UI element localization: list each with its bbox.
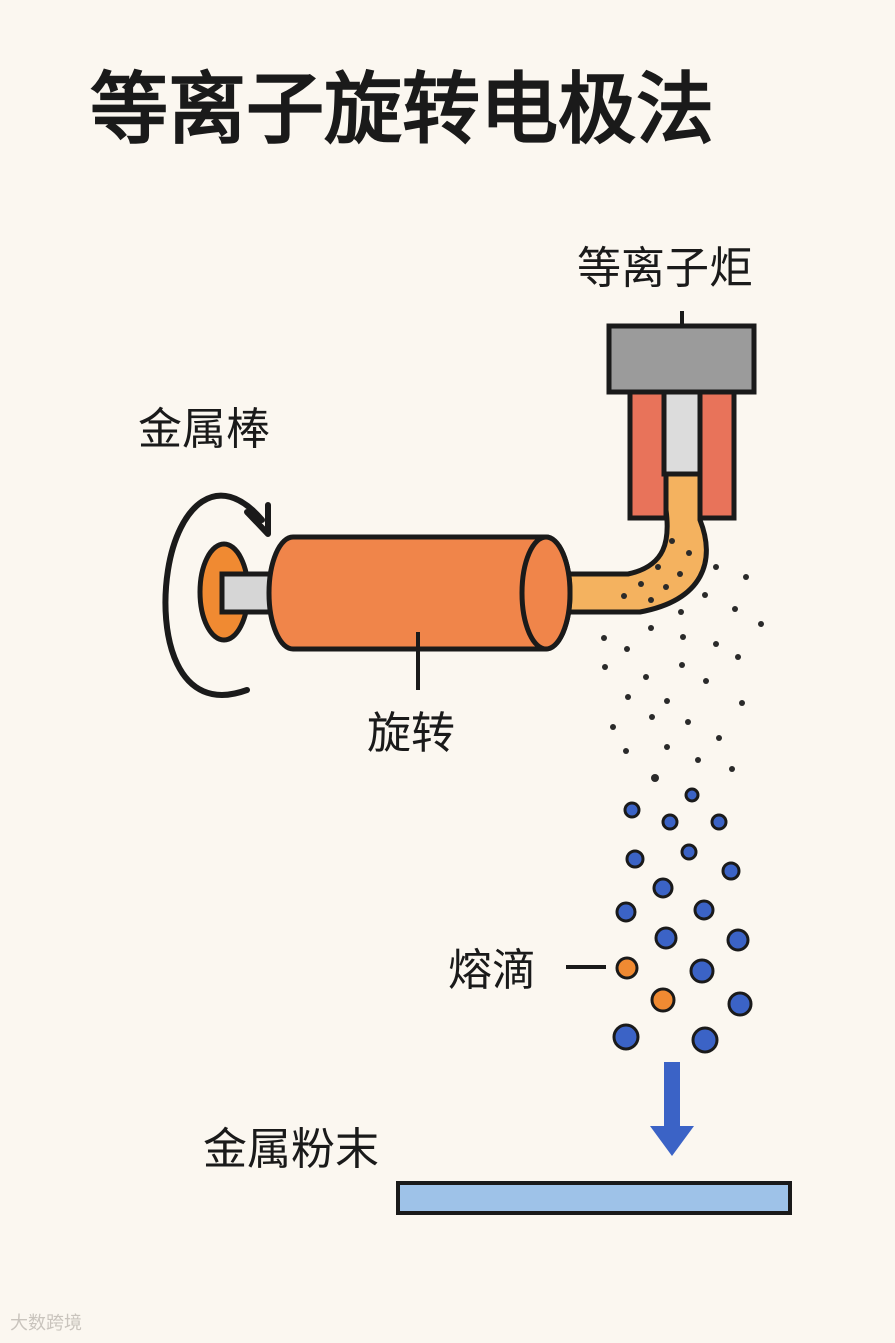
droplet	[612, 1023, 640, 1051]
powder-collector-plate	[396, 1181, 792, 1215]
droplet-highlighted	[615, 956, 639, 980]
droplet	[721, 861, 741, 881]
droplet	[689, 958, 715, 984]
rotation-label: 旋转	[367, 708, 455, 759]
down-arrow-icon	[650, 1062, 694, 1156]
metal-rod-assembly	[197, 534, 573, 652]
droplet	[615, 901, 637, 923]
droplet	[652, 877, 674, 899]
torch-electrode	[661, 387, 703, 477]
droplet	[684, 787, 700, 803]
page-title: 等离子旋转电极法	[90, 65, 714, 155]
rod-front-face	[519, 534, 573, 652]
droplet	[623, 801, 641, 819]
torch-nozzle-left	[627, 387, 669, 521]
droplet	[654, 926, 678, 950]
stream-particles	[621, 538, 692, 603]
falling-droplets	[612, 787, 753, 1054]
watermark: 大数跨境	[10, 1313, 82, 1334]
droplet	[726, 928, 750, 952]
powder-label: 金属粉末	[203, 1124, 379, 1175]
droplet	[693, 899, 715, 921]
droplet	[727, 991, 753, 1017]
molten-stream	[549, 471, 709, 615]
droplet	[691, 1026, 719, 1054]
torch-head	[606, 323, 757, 395]
rod-label: 金属棒	[138, 404, 270, 455]
droplet	[710, 813, 728, 831]
droplet	[625, 849, 645, 869]
torch-nozzle-right	[695, 387, 737, 521]
droplet	[680, 843, 698, 861]
rotation-arrow-icon	[162, 492, 271, 698]
droplet-label: 熔滴	[448, 945, 536, 996]
droplet	[661, 813, 679, 831]
spray-mist	[601, 564, 764, 782]
droplet-orange	[650, 987, 676, 1013]
torch-label: 等离子炬	[577, 243, 753, 294]
